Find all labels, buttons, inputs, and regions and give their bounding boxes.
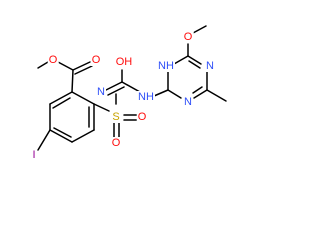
bond-triazine-3b bbox=[188, 60, 201, 69]
bond-urea-c-nh bbox=[121, 81, 141, 93]
bond-triazine-3 bbox=[187, 55, 202, 65]
atom-labels: O O N OH S O O I NH N N NH O bbox=[31, 31, 216, 161]
bond-ring-3 bbox=[49, 129, 73, 143]
bonds bbox=[37, 25, 227, 151]
label-background bbox=[47, 54, 59, 66]
bond-methoxy-o-ch3 bbox=[192, 25, 207, 34]
label-background bbox=[96, 86, 107, 98]
bond-n-urea-c-1 bbox=[105, 81, 123, 91]
bond-triazine-5 bbox=[193, 89, 208, 99]
bond-ester-carbonyl-1 bbox=[72, 61, 91, 71]
bond-ester-ring bbox=[71, 69, 74, 93]
atom-triazine-n-lower: N bbox=[184, 96, 192, 108]
bond-ring-1b bbox=[52, 97, 71, 109]
bond-o-ester-carbon bbox=[57, 61, 74, 71]
bond-ring-sulfur bbox=[93, 103, 110, 112]
label-background bbox=[31, 149, 37, 161]
bond-ring-3b bbox=[53, 127, 72, 138]
bond-ring-4 bbox=[71, 129, 95, 143]
label-background bbox=[110, 137, 122, 149]
atom-sulfonyl-o-right: O bbox=[138, 111, 147, 123]
atom-methoxy-o: O bbox=[184, 31, 193, 43]
label-background bbox=[111, 111, 121, 123]
atom-urea-oh: OH bbox=[116, 56, 133, 68]
bond-triazine-methyl bbox=[206, 89, 227, 102]
label-background bbox=[157, 60, 175, 72]
bond-ring-6 bbox=[71, 91, 95, 105]
bond-nh-triazine bbox=[153, 89, 169, 97]
atom-carbonyl-o: O bbox=[92, 54, 101, 66]
label-background bbox=[182, 31, 194, 43]
atom-iodine: I bbox=[32, 149, 35, 161]
atom-urea-nh: NH bbox=[138, 91, 154, 103]
label-background bbox=[114, 56, 134, 68]
bond-triazine-6 bbox=[167, 89, 182, 99]
label-background bbox=[136, 111, 148, 123]
chemical-structure: O O N OH S O O I NH N N NH O bbox=[31, 25, 227, 161]
atom-sulfur: S bbox=[112, 111, 119, 123]
label-background bbox=[205, 60, 216, 72]
bond-ester-carbonyl-2 bbox=[74, 65, 93, 75]
label-background bbox=[183, 96, 194, 108]
atom-sulfonyl-o-bottom: O bbox=[112, 137, 121, 149]
atom-sulfonyl-n: N bbox=[97, 86, 105, 98]
bond-triazine-2 bbox=[173, 55, 189, 65]
bond-triazine-5b bbox=[192, 86, 203, 94]
label-background bbox=[90, 54, 102, 66]
atom-triazine-nh: NH bbox=[158, 60, 174, 72]
atom-methyl-ether-o: O bbox=[49, 54, 58, 66]
bond-ring-1 bbox=[49, 91, 73, 105]
label-background bbox=[137, 91, 155, 103]
atom-triazine-n-right: N bbox=[206, 60, 214, 72]
bond-n-urea-c-2 bbox=[107, 86, 125, 96]
bond-ring-iodine bbox=[37, 129, 51, 151]
bond-methyl-o bbox=[37, 61, 49, 69]
